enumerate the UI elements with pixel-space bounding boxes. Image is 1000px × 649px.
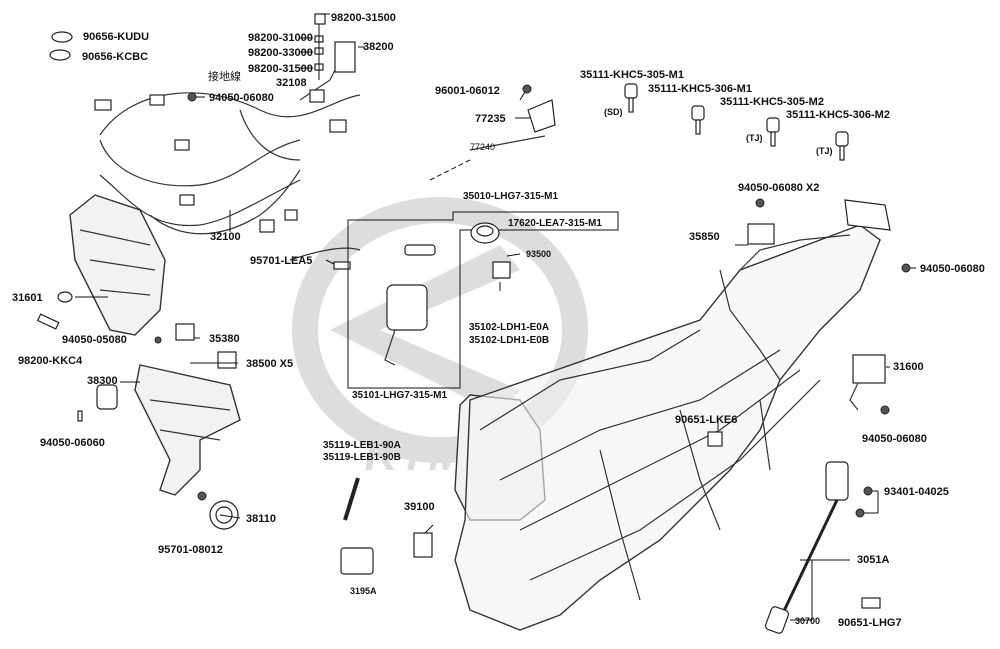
clamp-90651-lke6 xyxy=(707,431,723,447)
ignition-lock-box xyxy=(347,211,619,389)
part-labels: 90656-KUDU 90656-KCBC 98200-31500 98200-… xyxy=(12,12,985,629)
label-31600: 31600 xyxy=(893,361,924,373)
ignition-coil xyxy=(825,461,849,501)
lock-35102 xyxy=(492,261,511,279)
bolt-94050-06080-c xyxy=(880,405,890,415)
label-38110: 38110 xyxy=(246,513,276,525)
regulator-31600 xyxy=(852,354,886,384)
spark-plug-cap-30700 xyxy=(764,606,790,634)
label-35111-khc5-305-m1: 35111-KHC5-305-M1 xyxy=(580,69,684,81)
bolt-95701-08012 xyxy=(197,491,207,501)
label-90656-kudu: 90656-KUDU xyxy=(83,31,149,43)
fuse-stack xyxy=(300,13,330,80)
label-sd: (SD) xyxy=(604,107,623,117)
bolt-93401-04025-b xyxy=(855,508,865,518)
clip-90656-kcbc xyxy=(49,49,71,61)
wiring-harness xyxy=(94,59,361,235)
label-30700: 30700 xyxy=(795,616,820,626)
key-set xyxy=(624,83,849,161)
label-35111-khc5-305-m2: 35111-KHC5-305-M2 xyxy=(720,96,824,108)
relay-bracket xyxy=(134,364,241,496)
label-98200-33000: 98200-33000 xyxy=(248,47,313,59)
label-90651-lke6: 90651-LKE6 xyxy=(675,414,737,426)
bracket-77235 xyxy=(527,99,556,133)
clamp-90651-lhg7 xyxy=(861,597,881,609)
sensor-31601 xyxy=(57,291,73,303)
label-35101-lhg7-315-m1: 35101-LHG7-315-M1 xyxy=(352,390,447,401)
cable-77240 xyxy=(469,135,546,151)
clip-90656-kudu xyxy=(51,31,73,43)
bolt-94050-05080 xyxy=(154,336,162,344)
bolt-94050-06080-a xyxy=(187,92,197,102)
label-77240: 77240 xyxy=(470,142,495,152)
switch-35380 xyxy=(175,323,195,341)
label-3051a: 3051A xyxy=(857,554,889,566)
label-93500: 93500 xyxy=(526,249,551,259)
bolt-93401-04025-a xyxy=(863,486,873,496)
label-38200: 38200 xyxy=(363,41,394,53)
label-32108-cn: 接地線 xyxy=(208,69,241,83)
label-35119-leb1-90b: 35119-LEB1-90B xyxy=(323,452,401,463)
seat-cable xyxy=(289,247,361,261)
leader-lines xyxy=(75,91,916,621)
ignition-switch xyxy=(386,284,428,331)
part-35850 xyxy=(747,223,775,245)
label-93401-04025: 93401-04025 xyxy=(884,486,949,498)
label-32100: 32100 xyxy=(210,231,241,243)
fuse-98200-kkc4 xyxy=(36,313,60,330)
label-98200-31500-mid: 98200-31500 xyxy=(248,63,313,75)
label-17620-lea7-315-m1: 17620-LEA7-315-M1 xyxy=(508,218,602,229)
label-94050-06080-x2: 94050-06080 X2 xyxy=(738,182,819,194)
flasher-38300 xyxy=(96,384,118,410)
bolt-94050-06080-b xyxy=(901,263,911,273)
label-35380: 35380 xyxy=(209,333,240,345)
label-39100: 39100 xyxy=(404,501,435,513)
label-96001-06012: 96001-06012 xyxy=(435,85,500,97)
relay-38500 xyxy=(217,351,237,369)
label-98200-31000: 98200-31000 xyxy=(248,32,313,44)
label-95701-08012: 95701-08012 xyxy=(158,544,223,556)
label-35119-leb1-90a: 35119-LEB1-90A xyxy=(323,440,401,451)
label-94050-06060: 94050-06060 xyxy=(40,437,105,449)
front-bracket xyxy=(69,194,166,336)
module-3195a xyxy=(340,547,374,575)
label-98200-31500-top: 98200-31500 xyxy=(331,12,396,24)
label-98200-kkc4: 98200-KKC4 xyxy=(18,355,83,367)
label-35102-ldh1-e0b: 35102-LDH1-E0B xyxy=(469,335,549,346)
relay-38200 xyxy=(334,41,356,73)
label-tj-2: (TJ) xyxy=(816,146,833,156)
label-94050-06080-c: 94050-06080 xyxy=(862,433,927,445)
rear-bracket xyxy=(844,199,891,231)
label-35010-lhg7-315-m1: 35010-LHG7-315-M1 xyxy=(463,191,558,202)
label-31601: 31601 xyxy=(12,292,43,304)
label-35111-khc5-306-m1: 35111-KHC5-306-M1 xyxy=(648,83,752,95)
label-tj-1: (TJ) xyxy=(746,133,763,143)
label-90651-lhg7: 90651-LHG7 xyxy=(838,617,902,629)
label-35102-ldh1-e0a: 35102-LDH1-E0A xyxy=(469,322,549,333)
label-94050-06080-a: 94050-06080 xyxy=(209,92,274,104)
label-38300: 38300 xyxy=(87,375,118,387)
label-35111-khc5-306-m2: 35111-KHC5-306-M2 xyxy=(786,109,890,121)
label-35850: 35850 xyxy=(689,231,720,243)
rod-35119 xyxy=(343,477,360,521)
label-90656-kcbc: 90656-KCBC xyxy=(82,51,148,63)
label-94050-06080-b: 94050-06080 xyxy=(920,263,985,275)
label-77235: 77235 xyxy=(475,113,506,125)
bolt-95701-lea5 xyxy=(333,261,351,270)
main-frame xyxy=(454,224,881,631)
label-32108: 32108 xyxy=(276,77,307,89)
label-3195a: 3195A xyxy=(350,586,377,596)
module-39100 xyxy=(413,532,433,558)
label-95701-lea5: 95701-LEA5 xyxy=(250,255,312,267)
bolt-94050-06060 xyxy=(77,410,83,422)
label-94050-05080: 94050-05080 xyxy=(62,334,127,346)
bolt-94050-06080-x2 xyxy=(755,198,765,208)
bolt-96001-06012 xyxy=(522,84,532,94)
label-38500-x5: 38500 X5 xyxy=(246,358,293,370)
